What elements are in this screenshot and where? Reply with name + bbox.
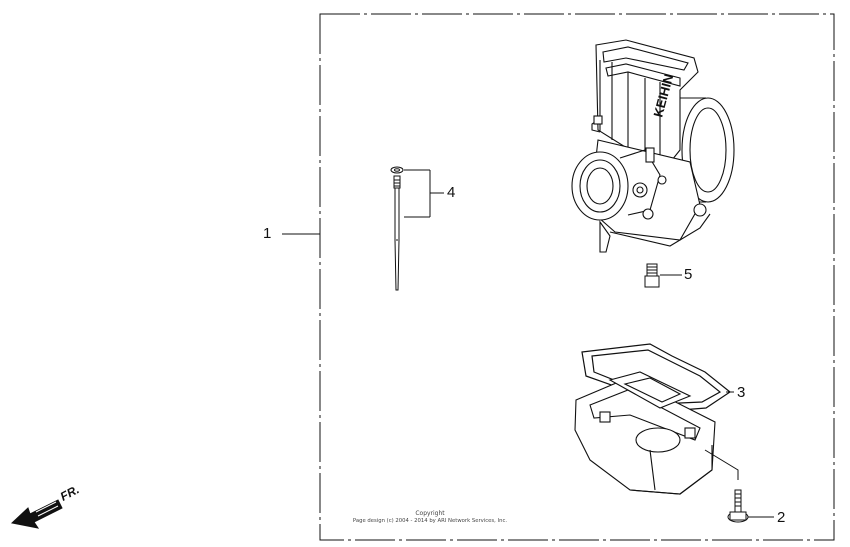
leader-4 (404, 169, 444, 218)
callout-3: 3 (737, 384, 746, 401)
callout-5: 5 (684, 266, 693, 283)
copyright-line-1: Copyright (415, 510, 445, 517)
kit-frame (319, 13, 835, 541)
callout-4: 4 (447, 184, 456, 201)
float-chamber[interactable] (574, 371, 716, 495)
jet-needle-part[interactable] (390, 166, 404, 291)
callout-2: 2 (777, 509, 786, 526)
callout-1: 1 (263, 225, 272, 242)
jet-part[interactable] (644, 263, 660, 288)
front-direction-arrow-icon (10, 499, 63, 529)
leader-chamber (704, 449, 739, 480)
copyright-line-2: Page design (c) 2004 - 2014 by ARI Netwo… (352, 517, 508, 524)
gasket-part[interactable] (581, 343, 732, 413)
carburetor-body[interactable] (571, 39, 735, 253)
copyright-notice: Copyright Page design (c) 2004 - 2014 by… (330, 510, 530, 524)
screw-part[interactable] (727, 489, 749, 523)
